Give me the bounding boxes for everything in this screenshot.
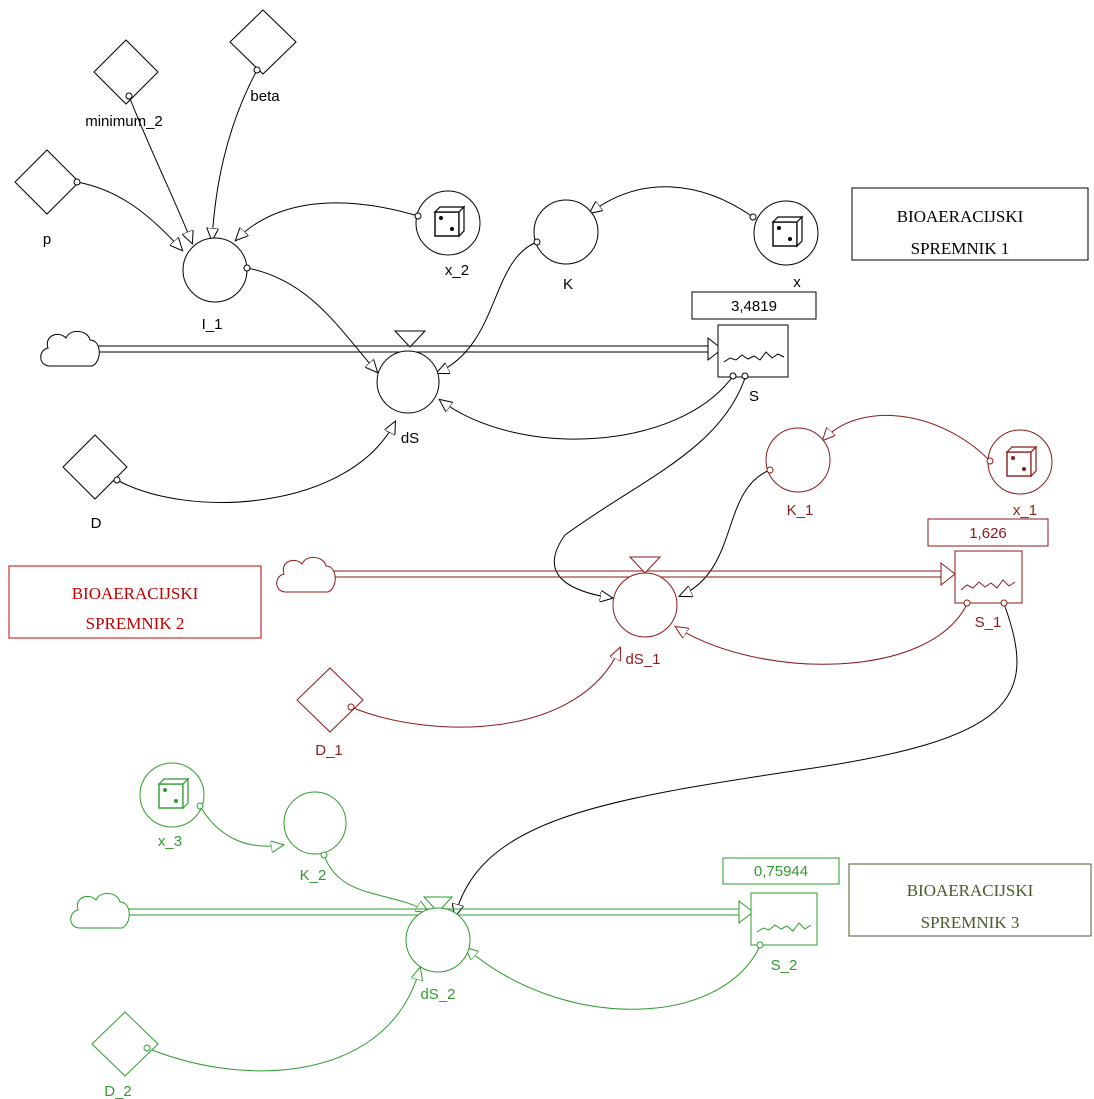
sparkline-graph-icon bbox=[756, 922, 812, 933]
tank-3-title-box: BIOAERACIJSKI SPREMNIK 3 bbox=[848, 863, 1092, 937]
label-p: p bbox=[43, 231, 51, 248]
value-box-S bbox=[691, 291, 817, 320]
label-x1: x_1 bbox=[1013, 502, 1037, 519]
tank-2-title-box: BIOAERACIJSKI SPREMNIK 2 bbox=[8, 565, 262, 639]
stock-S1[interactable]: 1,626 bbox=[927, 518, 1049, 607]
cloud-source-icon[interactable] bbox=[40, 331, 100, 367]
label-x3: x_3 bbox=[158, 833, 182, 850]
link-x3-K2 bbox=[199, 805, 283, 846]
link-K1-dS1 bbox=[680, 469, 771, 596]
link-K2-dS2 bbox=[323, 854, 428, 912]
link-S-dS1 bbox=[553, 377, 746, 598]
cloud-source-icon[interactable] bbox=[70, 893, 130, 929]
flow-dS1[interactable] bbox=[612, 572, 678, 638]
link-S1-dS1 bbox=[676, 603, 968, 665]
flow-dS2[interactable] bbox=[405, 907, 471, 973]
label-D: D bbox=[91, 515, 102, 532]
dice-icon bbox=[772, 221, 798, 247]
tank-1-title-line2: SPREMNIK 1 bbox=[911, 239, 1010, 258]
value-S2: 0,75944 bbox=[754, 863, 808, 880]
valve-icon bbox=[393, 330, 427, 348]
sparkline-graph-icon bbox=[723, 351, 785, 363]
value-box-S1 bbox=[927, 518, 1049, 547]
link-S-dS bbox=[440, 375, 734, 440]
auxiliary-K2[interactable] bbox=[283, 791, 347, 855]
label-D1: D_1 bbox=[315, 742, 343, 759]
label-x: x bbox=[793, 274, 801, 291]
flow-dS[interactable] bbox=[376, 350, 440, 414]
tank-2-title-line2: SPREMNIK 2 bbox=[86, 614, 185, 633]
cloud-source-icon[interactable] bbox=[276, 557, 336, 593]
tank-2-group: BIOAERACIJSKI SPREMNIK 2 K_1 x_1 dS_1 bbox=[8, 414, 1053, 759]
link-beta-I1 bbox=[212, 69, 258, 240]
random-x[interactable] bbox=[749, 200, 819, 266]
label-S: S bbox=[749, 388, 759, 405]
label-K1: K_1 bbox=[787, 502, 814, 519]
label-D2: D_2 bbox=[104, 1083, 132, 1099]
label-beta: beta bbox=[250, 88, 280, 105]
sparkline-graph-icon bbox=[960, 579, 1016, 591]
label-S2: S_2 bbox=[771, 957, 798, 974]
label-S1: S_1 bbox=[975, 614, 1002, 631]
constant-beta[interactable] bbox=[229, 9, 297, 75]
value-S1: 1,626 bbox=[969, 525, 1007, 542]
link-x1-K1 bbox=[823, 414, 991, 462]
link-minimum2-I1 bbox=[128, 95, 192, 243]
label-minimum2: minimum_2 bbox=[85, 113, 163, 130]
tank-2-title-line1: BIOAERACIJSKI bbox=[72, 584, 199, 603]
auxiliary-K1[interactable] bbox=[765, 427, 831, 493]
tank-1-title-line1: BIOAERACIJSKI bbox=[897, 207, 1024, 226]
auxiliary-I1[interactable] bbox=[182, 237, 248, 303]
link-x2-I1 bbox=[236, 202, 419, 240]
link-D-dS bbox=[116, 422, 395, 503]
tank-3-title-line1: BIOAERACIJSKI bbox=[907, 881, 1034, 900]
tank-1-group: BIOAERACIJSKI SPREMNIK 1 minimum_2 beta bbox=[14, 9, 1089, 532]
label-K2: K_2 bbox=[300, 867, 327, 884]
dice-icon bbox=[434, 211, 460, 237]
random-x2[interactable] bbox=[414, 190, 481, 256]
valve-icon bbox=[422, 896, 454, 913]
link-S1-dS2 bbox=[455, 603, 1018, 916]
constant-p[interactable] bbox=[14, 149, 80, 215]
auxiliary-K[interactable] bbox=[533, 199, 599, 265]
stock-S[interactable]: 3,4819 bbox=[691, 291, 817, 380]
random-x3[interactable] bbox=[139, 762, 205, 828]
label-dS1: dS_1 bbox=[625, 651, 660, 668]
stock-S2[interactable]: 0,75944 bbox=[722, 857, 840, 949]
link-D2-dS2 bbox=[146, 968, 420, 1072]
link-D1-dS1 bbox=[350, 648, 620, 728]
link-I1-dS bbox=[246, 267, 377, 372]
label-dS2: dS_2 bbox=[420, 986, 455, 1003]
valve-icon bbox=[628, 556, 662, 574]
link-K-dS bbox=[437, 241, 538, 373]
constant-D1[interactable] bbox=[296, 667, 364, 733]
random-x1[interactable] bbox=[986, 429, 1053, 495]
dice-icon bbox=[1006, 451, 1032, 477]
constant-minimum2[interactable] bbox=[93, 39, 159, 105]
constant-D2[interactable] bbox=[91, 1011, 159, 1077]
tank-1-title-box: BIOAERACIJSKI SPREMNIK 1 bbox=[851, 187, 1089, 261]
label-dS: dS bbox=[401, 430, 419, 447]
tank-3-title-line2: SPREMNIK 3 bbox=[921, 913, 1020, 932]
link-S2-dS2 bbox=[466, 945, 761, 1010]
label-x2: x_2 bbox=[445, 262, 469, 279]
link-p-I1 bbox=[76, 181, 182, 250]
tank-3-group: BIOAERACIJSKI SPREMNIK 3 x_3 K_2 dS_2 bbox=[70, 762, 1092, 1099]
link-x-K bbox=[590, 186, 754, 218]
label-K: K bbox=[563, 276, 573, 293]
value-box-S2 bbox=[722, 857, 840, 885]
dice-icon bbox=[158, 783, 184, 809]
value-S: 3,4819 bbox=[731, 298, 777, 315]
constant-D[interactable] bbox=[62, 434, 128, 500]
label-I1: I_1 bbox=[202, 316, 223, 333]
